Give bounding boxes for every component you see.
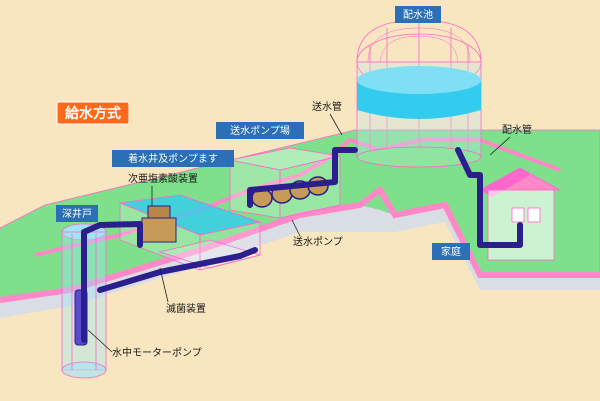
diagram-title: 給水方式 (65, 105, 121, 122)
label-pump-station-text: 送水ポンプ場 (230, 124, 290, 137)
label-chlorinator-text: 次亜塩素酸装置 (128, 172, 198, 185)
label-delivery-pipe: 送水管 (312, 100, 343, 136)
home-building (479, 167, 561, 261)
title-box: 給水方式 (56, 101, 130, 125)
label-distribution-pipe: 配水管 (489, 123, 532, 156)
label-sterilizer: 滅菌装置 (159, 267, 206, 315)
label-pump-station: 送水ポンプ場 (216, 122, 304, 139)
label-delivery-pipe-text: 送水管 (312, 100, 342, 113)
label-delivery-pump-text: 送水ポンプ (293, 235, 343, 248)
label-reservoir: 配水池 (395, 6, 441, 23)
label-deep-well-text: 深井戸 (62, 207, 92, 220)
label-home: 家庭 (432, 243, 470, 260)
label-delivery-pump: 送水ポンプ (291, 219, 343, 248)
reservoir-tank (356, 19, 482, 168)
label-deep-well: 深井戸 (56, 205, 98, 222)
label-submersible-pump: 水中モーターポンプ (87, 329, 202, 359)
label-reservoir-text: 配水池 (403, 8, 433, 21)
label-intake-well-pump: 着水井及ポンプます (112, 150, 234, 167)
label-chlorinator: 次亜塩素酸装置 (128, 172, 198, 206)
label-submersible-pump-text: 水中モーターポンプ (112, 346, 202, 359)
label-distribution-pipe-text: 配水管 (502, 123, 532, 136)
label-intake-well-pump-text: 着水井及ポンプます (128, 152, 218, 165)
pipelines (81, 147, 523, 343)
label-home-text: 家庭 (441, 245, 461, 258)
label-sterilizer-text: 滅菌装置 (166, 302, 206, 315)
